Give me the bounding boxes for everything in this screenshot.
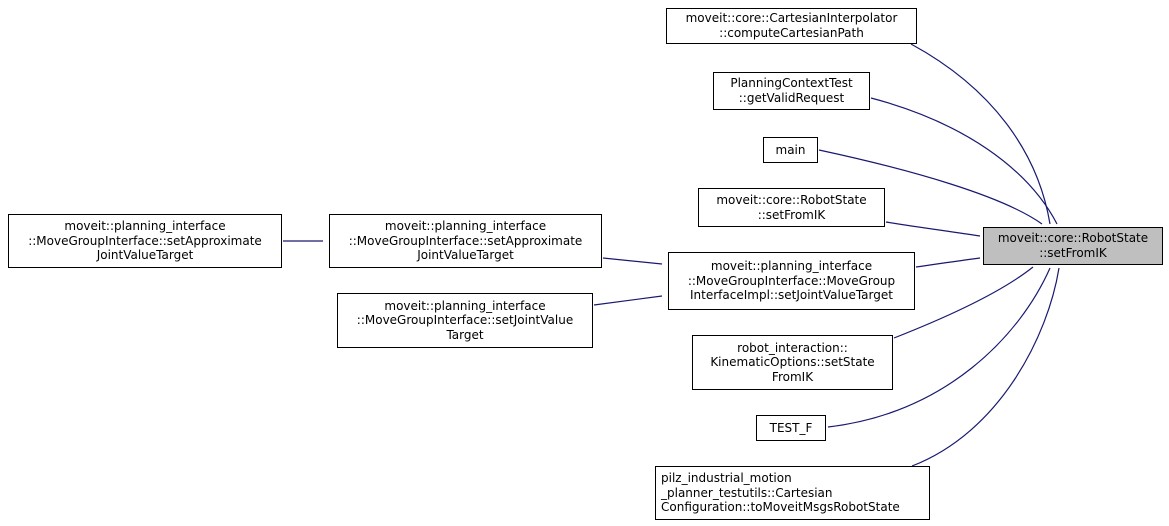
edge-compute-cartesian-path--setfromik-target	[910, 43, 1051, 225]
node-setjointvaluetarget[interactable]: moveit::planning_interface ::MoveGroupIn…	[337, 293, 593, 348]
node-setapproximatejointvaluetarget-1[interactable]: moveit::planning_interface ::MoveGroupIn…	[8, 214, 282, 268]
node-main[interactable]: main	[763, 137, 818, 163]
node-movegroup-impl-setjointvaluetarget[interactable]: moveit::planning_interface ::MoveGroupIn…	[668, 252, 915, 310]
node-get-valid-request[interactable]: PlanningContextTest ::getValidRequest	[713, 72, 870, 110]
edge-kinematicoptions-setstatefromik--setfromik-target	[893, 266, 1034, 339]
node-setfromik-target[interactable]: moveit::core::RobotState ::setFromIK	[983, 227, 1163, 265]
node-test-f[interactable]: TEST_F	[756, 415, 826, 441]
edge-pilz-tomoveitmsgsrobotstate--setfromik-target	[911, 267, 1060, 467]
edge-get-valid-request--setfromik-target	[870, 97, 1058, 225]
edge-setjointvaluetarget--movegroup-impl-setjointvaluetarget	[593, 295, 663, 306]
node-robotstate-setfromik-caller[interactable]: moveit::core::RobotState ::setFromIK	[698, 188, 885, 227]
edge-test-f--setfromik-target	[827, 267, 1051, 428]
node-pilz-tomoveitmsgsrobotstate[interactable]: pilz_industrial_motion _planner_testutil…	[655, 466, 930, 520]
edge-movegroup-impl-setjointvaluetarget--setfromik-target	[915, 257, 981, 268]
edge-main--setfromik-target	[818, 149, 1043, 225]
node-setapproximatejointvaluetarget-2[interactable]: moveit::planning_interface ::MoveGroupIn…	[329, 214, 602, 268]
node-compute-cartesian-path[interactable]: moveit::core::CartesianInterpolator ::co…	[666, 8, 917, 44]
edge-robotstate-setfromik-caller--setfromik-target	[885, 221, 981, 237]
edge-setapproximatejointvaluetarget-2--movegroup-impl-setjointvaluetarget	[602, 257, 663, 265]
node-kinematicoptions-setstatefromik[interactable]: robot_interaction:: KinematicOptions::se…	[692, 335, 893, 390]
